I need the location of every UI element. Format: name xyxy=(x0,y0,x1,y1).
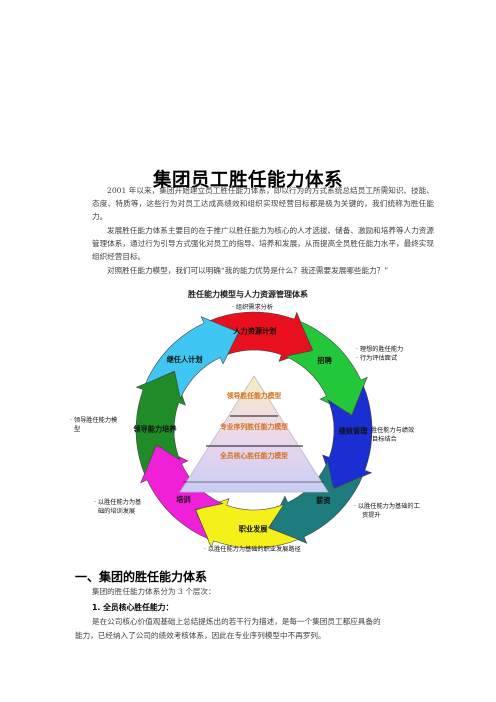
ring-segment-7 xyxy=(135,371,186,476)
annotation-right-upper-2: · 行为评估面试 xyxy=(356,354,397,362)
annotation-left-lower-2: 础的培训发展 xyxy=(98,507,135,515)
annotation-bottom: · 以胜任能力为基础的职业发展路径 xyxy=(204,545,301,553)
document-title: 集团员工胜任能力体系 xyxy=(152,170,343,191)
ring-segment-label-1: 人力资源计划 xyxy=(233,327,276,336)
intro-paragraph-3: 对照胜任能力模型，我们可以明确“我的能力优势是什么？我还需要发展哪些能力？” xyxy=(107,266,389,275)
pyramid-middle-label: 专业序列胜任能力模型 xyxy=(220,422,288,431)
figure-title: 胜任能力模型与人力资源管理体系 xyxy=(188,290,308,299)
section-intro: 集团的胜任能力体系分为 3 个层次： xyxy=(92,587,216,596)
ring-segment-8 xyxy=(144,316,239,400)
ring-segment-label-6: 培训 xyxy=(176,495,190,504)
ring-segment-1 xyxy=(208,311,313,362)
annotation-left-lower-1: · 以胜任能力为基 xyxy=(94,498,141,506)
annotation-right-upper-1: · 理想的胜任能力 xyxy=(356,345,403,353)
ring-segment-2 xyxy=(284,320,368,415)
section-heading: 一、集团的胜任能力体系 xyxy=(75,570,208,584)
ring-segment-label-5: 职业发展 xyxy=(239,525,269,534)
annotation-right-lower-1: · 以胜任能力为基础的工 xyxy=(354,502,420,510)
ring-segment-4 xyxy=(269,460,364,544)
ring-segment-label-3: 绩效管理 xyxy=(339,426,369,435)
competency-pyramid: 领导胜任能力模型 专业序列胜任能力模型 全员核心胜任能力模型 xyxy=(179,375,329,493)
pyramid-top-text: 领导胜任能力模型 xyxy=(227,391,282,400)
intro-paragraph-1: 2001 年以来，集团开始建立员工胜任能力体系，即以行为的方式系统总结员工所需知… xyxy=(92,186,434,222)
annotation-right-middle-2: 目标结合 xyxy=(372,435,397,443)
ring-segment-3 xyxy=(322,384,373,489)
section-text-line-1: 是在公司核心价值观基础上总结提炼出的若干行为描述，是每一个集团员工都应具备的 xyxy=(92,617,381,626)
ring-segment-label-7: 领导能力培养 xyxy=(133,425,177,434)
ring-segment-label-2: 招聘 xyxy=(317,356,332,365)
annotation-right-lower-2: 资提升 xyxy=(362,511,381,519)
pyramid-top-label: 领导胜任能力模型 xyxy=(227,391,282,400)
annotation-top: · 组织需求分析 xyxy=(232,303,273,311)
annotation-left-middle-2: 型 xyxy=(74,425,80,433)
intro-paragraph-2: 发展胜任能力体系主要目的在于推广以胜任能力为核心的人才选拔、储备、激励和培养等人… xyxy=(92,226,434,262)
section-text-line-2: 能力，已经纳入了公司的绩效考核体系，因此在专业序列模型中不再罗列。 xyxy=(75,631,326,640)
annotation-right-middle-1: · 胜任能力与绩效 xyxy=(367,426,414,434)
pyramid-bottom-label: 全员核心胜任能力模型 xyxy=(219,451,288,460)
section-subheading: 1. 全员核心胜任能力： xyxy=(92,603,174,612)
ring-segment-label-4: 薪资 xyxy=(316,496,331,505)
annotation-left-middle-1: · 领导胜任能力模 xyxy=(70,416,117,424)
ring-segment-5 xyxy=(195,498,300,549)
ring-segment-label-8: 继任人计划 xyxy=(167,355,203,364)
